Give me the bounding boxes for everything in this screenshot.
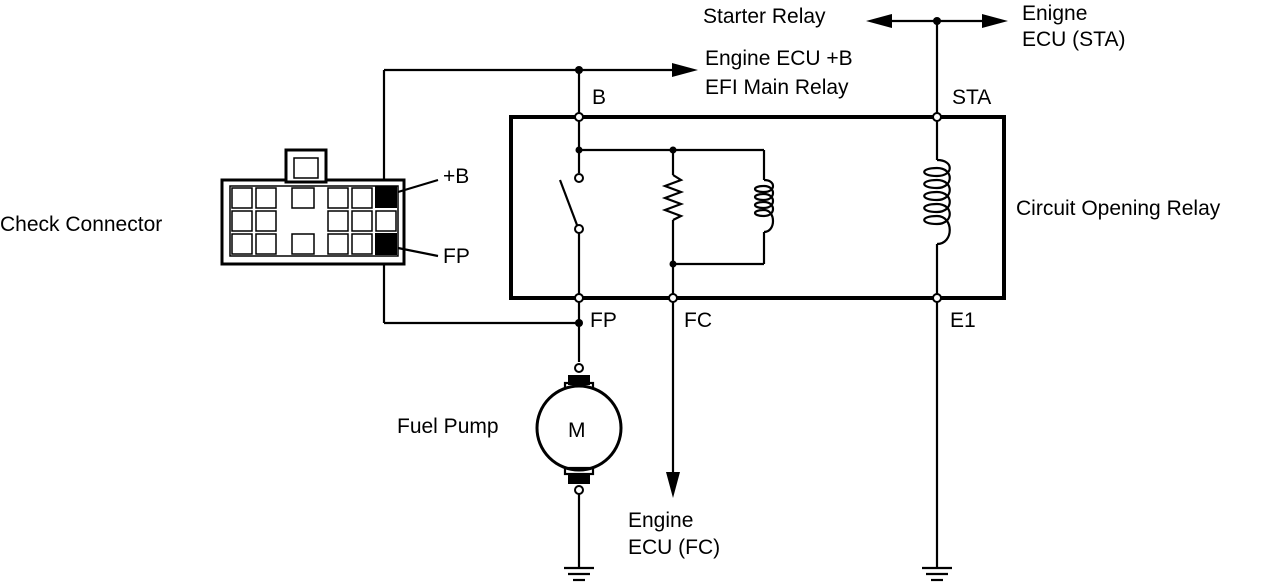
label-terminal-e1: E1 xyxy=(950,309,976,332)
fuel-pump-motor xyxy=(535,363,623,582)
arrow-to-engine-ecu-sta xyxy=(982,14,1008,28)
fp-line-wire xyxy=(382,255,583,362)
e1-ground-wire xyxy=(922,302,952,582)
relay-internals xyxy=(558,117,951,298)
connector-terminal-plus-b xyxy=(375,186,397,208)
label-engine-ecu-fc-line1: Engine xyxy=(628,509,693,532)
label-terminal-b: B xyxy=(592,86,606,109)
sta-coil xyxy=(923,158,951,246)
starter-bus-wire xyxy=(866,14,1008,117)
resistor xyxy=(661,174,685,221)
connector-terminal-fp xyxy=(375,233,397,255)
fc-line-wire xyxy=(666,302,680,498)
label-fuel-pump: Fuel Pump xyxy=(397,415,499,438)
label-motor-symbol: M xyxy=(568,419,586,442)
label-engine-ecu-sta-line1: Enigne xyxy=(1022,2,1087,25)
fc-coil xyxy=(753,178,775,234)
arrow-to-starter-relay xyxy=(866,14,892,28)
label-check-connector: Check Connector xyxy=(0,213,162,236)
label-engine-ecu-b-line2: EFI Main Relay xyxy=(705,76,849,99)
arrow-to-engine-ecu-b xyxy=(672,63,698,77)
circuit-opening-relay-box xyxy=(509,115,1006,300)
check-connector xyxy=(220,148,439,266)
arrow-to-engine-ecu-fc xyxy=(666,472,680,498)
label-connector-plus-b: +B xyxy=(443,165,469,188)
label-terminal-sta: STA xyxy=(952,86,991,109)
label-starter-relay: Starter Relay xyxy=(703,5,826,28)
label-engine-ecu-b-line1: Engine ECU +B xyxy=(705,47,853,70)
label-circuit-opening-relay: Circuit Opening Relay xyxy=(1016,197,1221,220)
label-engine-ecu-sta-line2: ECU (STA) xyxy=(1022,28,1125,51)
b-line-wire xyxy=(382,63,698,186)
label-engine-ecu-fc-line2: ECU (FC) xyxy=(628,536,720,559)
label-terminal-fp: FP xyxy=(590,309,617,332)
label-connector-fp: FP xyxy=(443,245,470,268)
label-terminal-fc: FC xyxy=(684,309,712,332)
